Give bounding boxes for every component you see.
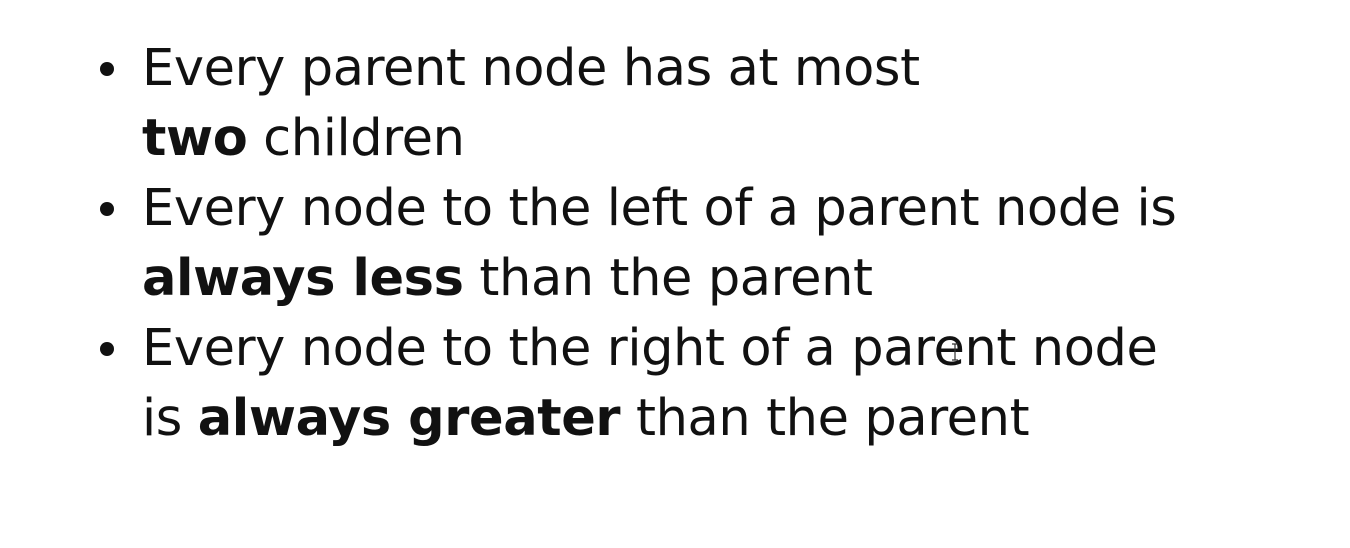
text-cursor-icon — [952, 343, 958, 361]
bullet-line-1: Every node to the left of a parent node … — [142, 179, 1177, 238]
bullet-dot-icon — [100, 62, 114, 76]
bullet-dot-icon — [100, 202, 114, 216]
bullet-line-1: Every parent node has at most — [142, 39, 920, 98]
bullet-line-2: always less than the parent — [142, 244, 1326, 314]
bullet-line-2: is always greater than the parent — [142, 384, 1326, 454]
emphasis-text: always less — [142, 249, 464, 308]
plain-text: is — [142, 389, 198, 448]
plain-text: children — [247, 109, 465, 168]
emphasis-text: always greater — [197, 389, 621, 448]
emphasis-text: two — [142, 109, 248, 168]
bullet-item-two-children: Every parent node has at most two childr… — [96, 34, 1326, 174]
bullet-list: Every parent node has at most two childr… — [96, 34, 1326, 454]
bullet-line-1: Every node to the right of a parent node — [142, 319, 1158, 378]
bullet-dot-icon — [100, 342, 114, 356]
plain-text: than the parent — [620, 389, 1030, 448]
bullet-item-left-less: Every node to the left of a parent node … — [96, 174, 1326, 314]
bullet-item-right-greater: Every node to the right of a parent node… — [96, 314, 1326, 454]
bullet-line-2: two children — [142, 104, 1326, 174]
plain-text: than the parent — [463, 249, 873, 308]
